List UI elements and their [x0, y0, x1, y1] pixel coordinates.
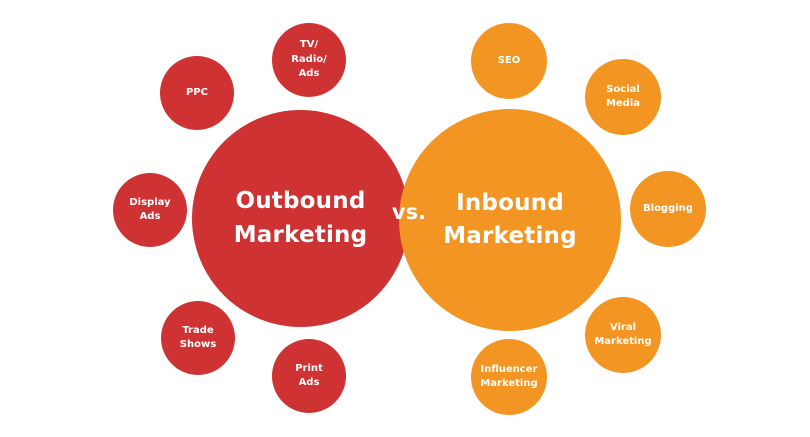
node-blogging: Blogging	[630, 171, 706, 247]
inbound-marketing-circle: Inbound Marketing	[399, 109, 621, 331]
node-ppc: PPC	[160, 56, 234, 130]
vs-label: vs.	[391, 200, 427, 224]
outbound-marketing-circle: Outbound Marketing	[192, 110, 409, 327]
node-trade-shows: Trade Shows	[161, 301, 235, 375]
node-display-ads: Display Ads	[113, 173, 187, 247]
node-influencer-marketing: Influencer Marketing	[471, 339, 547, 415]
node-seo: SEO	[471, 23, 547, 99]
node-viral-marketing: Viral Marketing	[585, 297, 661, 373]
node-social-media: Social Media	[585, 59, 661, 135]
node-tv-radio-ads: TV/ Radio/ Ads	[272, 23, 346, 97]
node-print-ads: Print Ads	[272, 339, 346, 413]
